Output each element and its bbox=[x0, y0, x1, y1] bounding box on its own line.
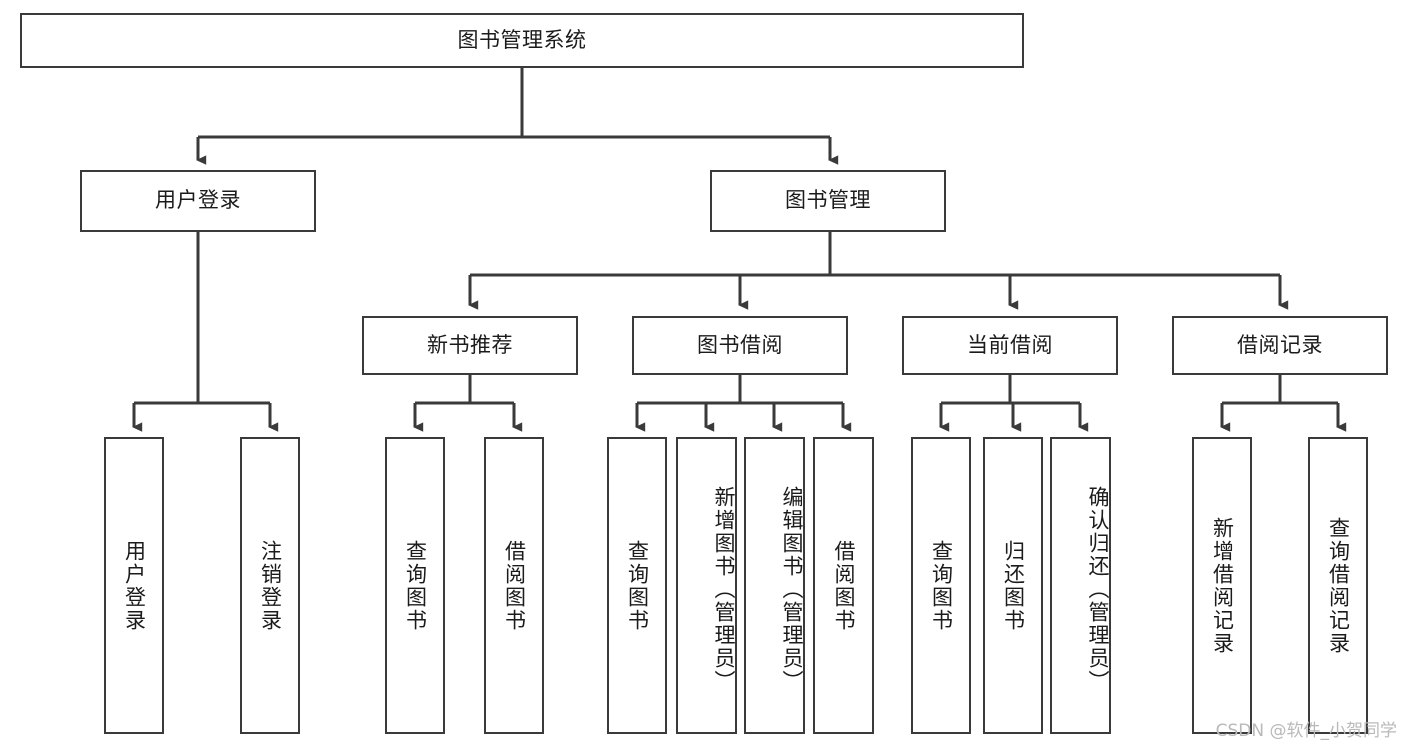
node-root-system[interactable]: 图书管理系统 bbox=[20, 13, 1024, 68]
node-label: 查询图书 bbox=[625, 539, 650, 632]
node-label: 用户登录 bbox=[122, 539, 147, 632]
node-label: 查询借阅记录 bbox=[1326, 516, 1351, 655]
node-leaf-confirm-return[interactable]: 确认归还（管理员） bbox=[1050, 437, 1111, 734]
node-label: 当前借阅 bbox=[967, 332, 1053, 357]
node-label: 查询图书 bbox=[403, 539, 428, 632]
node-label: 图书管理系统 bbox=[457, 27, 587, 52]
node-leaf-user-login[interactable]: 用户登录 bbox=[104, 437, 164, 734]
node-leaf-borrow-book-2[interactable]: 借阅图书 bbox=[813, 437, 874, 734]
node-label: 借阅记录 bbox=[1237, 332, 1323, 357]
node-new-book-recommend[interactable]: 新书推荐 bbox=[362, 316, 578, 375]
node-book-borrow[interactable]: 图书借阅 bbox=[632, 316, 848, 375]
node-label: 编辑图书（管理员） bbox=[780, 486, 804, 693]
node-label: 用户登录 bbox=[155, 188, 241, 213]
node-leaf-return-book[interactable]: 归还图书 bbox=[983, 437, 1043, 734]
node-label: 图书借阅 bbox=[697, 332, 783, 357]
node-label: 注销登录 bbox=[258, 539, 283, 632]
node-label: 新增图书（管理员） bbox=[712, 486, 736, 693]
node-leaf-add-book[interactable]: 新增图书（管理员） bbox=[676, 437, 737, 734]
node-leaf-query-book-2[interactable]: 查询图书 bbox=[607, 437, 667, 734]
node-label: 新书推荐 bbox=[427, 332, 513, 357]
node-current-borrow[interactable]: 当前借阅 bbox=[902, 316, 1118, 375]
node-user-login[interactable]: 用户登录 bbox=[80, 170, 316, 232]
node-leaf-edit-book[interactable]: 编辑图书（管理员） bbox=[744, 437, 805, 734]
csdn-watermark: CSDN @软件_小贺同学 bbox=[1215, 721, 1397, 741]
node-label: 新增借阅记录 bbox=[1210, 516, 1235, 655]
node-leaf-query-book-3[interactable]: 查询图书 bbox=[911, 437, 971, 734]
node-leaf-query-record[interactable]: 查询借阅记录 bbox=[1308, 437, 1368, 734]
node-leaf-logout[interactable]: 注销登录 bbox=[240, 437, 300, 734]
node-label: 借阅图书 bbox=[832, 539, 857, 632]
node-label: 借阅图书 bbox=[502, 539, 527, 632]
node-borrow-record[interactable]: 借阅记录 bbox=[1172, 316, 1388, 375]
node-label: 查询图书 bbox=[929, 539, 954, 632]
node-label: 归还图书 bbox=[1001, 539, 1026, 632]
node-label: 图书管理 bbox=[785, 188, 871, 213]
node-label: 确认归还（管理员） bbox=[1086, 486, 1110, 693]
node-book-manage[interactable]: 图书管理 bbox=[710, 170, 946, 232]
node-leaf-query-book-1[interactable]: 查询图书 bbox=[385, 437, 445, 734]
node-leaf-add-record[interactable]: 新增借阅记录 bbox=[1192, 437, 1252, 734]
node-leaf-borrow-book-1[interactable]: 借阅图书 bbox=[484, 437, 544, 734]
